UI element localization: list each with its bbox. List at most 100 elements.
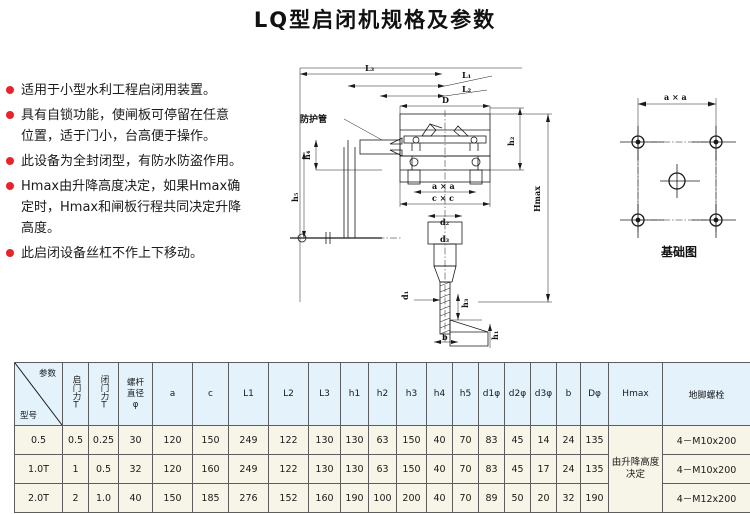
cell-L2: 152 bbox=[268, 483, 309, 513]
foundation-diagram: a × a bbox=[612, 80, 746, 265]
dim-label-L3: L₃ bbox=[365, 63, 375, 73]
dim-label-L1: L₁ bbox=[462, 70, 471, 80]
header-b: b bbox=[556, 362, 581, 426]
feature-text: Hmax由升降高度决定，如果Hmax确 定时，Hmax和闸板行程共同决定升降 高… bbox=[21, 176, 241, 239]
cell-model: 2.0T bbox=[14, 483, 63, 513]
dim-label-Hmax: Hmax bbox=[532, 186, 542, 212]
dim-label-h3: h₃ bbox=[460, 298, 470, 308]
cell-open-force: 0.5 bbox=[62, 425, 89, 455]
cell-a: 120 bbox=[152, 425, 193, 455]
header-D: Dφ bbox=[580, 362, 609, 426]
cell-d3: 14 bbox=[530, 425, 557, 455]
dim-label-h5: h₅ bbox=[290, 192, 300, 202]
cell-anchor-bolt: 4－M10x200 bbox=[662, 454, 750, 484]
feature-line: 适用于小型水利工程启闭用装置。 bbox=[21, 83, 217, 98]
cell-close-force: 1.0 bbox=[88, 483, 119, 513]
header-close-force: 闭门力T bbox=[88, 362, 119, 426]
bullet-dot-icon bbox=[6, 157, 14, 165]
cell-h3: 200 bbox=[396, 483, 427, 513]
header-open-force: 启门力T bbox=[62, 362, 89, 426]
cell-close-force: 0.5 bbox=[88, 454, 119, 484]
dim-label-D: D bbox=[442, 95, 449, 105]
cell-open-force: 2 bbox=[62, 483, 89, 513]
cell-d2: 45 bbox=[504, 425, 531, 455]
cell-d1: 89 bbox=[478, 483, 505, 513]
cell-anchor-bolt: 4－M12x200 bbox=[662, 483, 750, 513]
cell-b: 24 bbox=[556, 425, 581, 455]
header-corner-cell: 参数 型号 bbox=[14, 362, 63, 426]
header-Hmax: Hmax bbox=[608, 362, 663, 426]
header-a: a bbox=[152, 362, 193, 426]
cell-b: 24 bbox=[556, 454, 581, 484]
dim-label-cxc: c × c bbox=[432, 193, 454, 203]
feature-line: 高度。 bbox=[21, 221, 61, 236]
cell-screw-dia: 32 bbox=[118, 454, 153, 484]
table-row: 2.0T 2 1.0 40 150 185 276 152 160 190 10… bbox=[14, 483, 750, 513]
cell-anchor-bolt: 4－M10x200 bbox=[662, 425, 750, 455]
table-header-row: 参数 型号 启门力T 闭门力T 螺杆 直径 φ a c L1 L2 L3 h1 bbox=[14, 362, 750, 426]
feature-text: 此启闭设备丝杠不作上下移动。 bbox=[21, 243, 203, 264]
header-L1: L1 bbox=[228, 362, 269, 426]
cell-screw-dia: 30 bbox=[118, 425, 153, 455]
cell-c: 160 bbox=[192, 454, 229, 484]
header-model-label: 型号 bbox=[20, 411, 38, 421]
cell-h1: 190 bbox=[340, 483, 369, 513]
cell-d2: 45 bbox=[504, 454, 531, 484]
cell-L1: 249 bbox=[228, 425, 269, 455]
foundation-caption: 基础图 bbox=[660, 245, 697, 259]
feature-line: 位置，适于门小，台高便于操作。 bbox=[21, 129, 217, 144]
feature-list: 适用于小型水利工程启闭用装置。 具有自锁功能，使闸板可停留在任意 位置，适于门小… bbox=[6, 80, 271, 268]
bullet-dot-icon bbox=[6, 111, 14, 119]
cell-h4: 40 bbox=[426, 425, 453, 455]
cell-h5: 70 bbox=[452, 425, 479, 455]
cell-h2: 63 bbox=[368, 425, 397, 455]
cell-h1: 130 bbox=[340, 454, 369, 484]
header-h3: h3 bbox=[396, 362, 427, 426]
specification-table: 参数 型号 启门力T 闭门力T 螺杆 直径 φ a c L1 L2 L3 h1 bbox=[14, 362, 750, 513]
cell-a: 150 bbox=[152, 483, 193, 513]
cell-d1: 83 bbox=[478, 454, 505, 484]
header-h4: h4 bbox=[426, 362, 453, 426]
cell-h2: 63 bbox=[368, 454, 397, 484]
cell-screw-dia: 40 bbox=[118, 483, 153, 513]
dim-label-axa: a × a bbox=[432, 181, 455, 191]
cell-d3: 20 bbox=[530, 483, 557, 513]
feature-text: 具有自锁功能，使闸板可停留在任意 位置，适于门小，台高便于操作。 bbox=[21, 105, 229, 147]
feature-line: 定时，Hmax和闸板行程共同决定升降 bbox=[21, 200, 242, 215]
cell-h1: 130 bbox=[340, 425, 369, 455]
cell-c: 150 bbox=[192, 425, 229, 455]
cell-L1: 249 bbox=[228, 454, 269, 484]
feature-line: 此设备为全封闭型，有防水防盗作用。 bbox=[21, 154, 243, 169]
header-d2: d2φ bbox=[504, 362, 531, 426]
cell-model: 0.5 bbox=[14, 425, 63, 455]
cell-L3: 160 bbox=[308, 483, 341, 513]
header-d1: d1φ bbox=[478, 362, 505, 426]
dim-label-L2: L₂ bbox=[462, 84, 472, 94]
cell-h4: 40 bbox=[426, 483, 453, 513]
dim-label-h4: h₄ bbox=[302, 150, 312, 160]
header-screw-diameter: 螺杆 直径 φ bbox=[118, 362, 153, 426]
header-L3: L3 bbox=[308, 362, 341, 426]
header-param-label: 参数 bbox=[38, 369, 56, 379]
table-row: 1.0T 1 0.5 32 120 160 249 122 130 130 63… bbox=[14, 454, 750, 484]
header-h5: h5 bbox=[452, 362, 479, 426]
cell-a: 120 bbox=[152, 454, 193, 484]
bullet-dot-icon bbox=[6, 182, 14, 190]
cell-open-force: 1 bbox=[62, 454, 89, 484]
feature-text: 此设备为全封闭型，有防水防盗作用。 bbox=[21, 151, 242, 172]
cell-D: 135 bbox=[580, 454, 609, 484]
cell-D: 190 bbox=[580, 483, 609, 513]
cell-h5: 70 bbox=[452, 454, 479, 484]
protective-tube-label: 防护管 bbox=[300, 113, 327, 125]
cell-d2: 50 bbox=[504, 483, 531, 513]
cell-h2: 100 bbox=[368, 483, 397, 513]
header-c: c bbox=[192, 362, 229, 426]
foundation-dim-label: a × a bbox=[664, 92, 687, 102]
cell-L3: 130 bbox=[308, 425, 341, 455]
header-L2: L2 bbox=[268, 362, 309, 426]
cell-d1: 83 bbox=[478, 425, 505, 455]
cell-d3: 17 bbox=[530, 454, 557, 484]
cell-D: 135 bbox=[580, 425, 609, 455]
bullet-dot-icon bbox=[6, 86, 14, 94]
dim-label-d1: d₁ bbox=[400, 291, 410, 300]
